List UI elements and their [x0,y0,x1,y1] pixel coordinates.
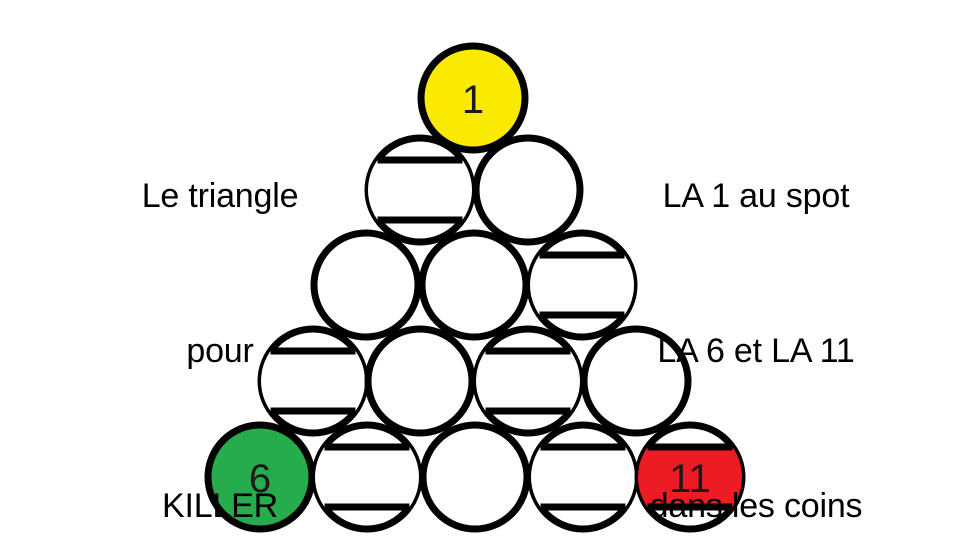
billiard-ball [364,325,476,437]
billiard-ball [257,325,369,437]
ball-body [580,325,692,437]
billiard-ball [418,229,530,341]
ball-number: 11 [669,457,711,501]
billiard-ball [527,421,639,533]
ball-body [419,421,531,533]
billiard-ball [472,134,584,246]
billiard-ball [419,421,531,533]
billiard-ball [364,134,476,246]
placement-instructions: LA 1 au spot LA 6 et LA 11 dans les coin… [598,68,914,540]
ball-stripe-band [368,160,472,220]
ball-body [418,229,530,341]
instruction-line: dans les coins [649,487,863,526]
billiard-ball [311,421,423,533]
instruction-line: LA 6 et LA 11 [657,332,855,371]
caption-line: Le triangle [141,177,299,216]
ball-stripe-band [261,351,365,411]
ball-stripe-band [531,447,635,507]
ball-stripe-band [315,447,419,507]
billiard-ball: 1 [417,42,529,154]
ball-body [310,229,422,341]
billiard-ball: 11 [634,421,746,533]
triangle-caption: Le triangle pour KILLER [90,68,350,540]
caption-line: pour [186,332,254,371]
billiard-ball [472,325,584,437]
ball-stripe-band [530,255,634,315]
ball-stripe-band [476,351,580,411]
billiard-ball [310,229,422,341]
instruction-line: LA 1 au spot [662,177,850,216]
ball-number: 6 [249,457,271,501]
ball-body [417,42,529,154]
ball-stripe-band [638,447,742,507]
ball-body [472,134,584,246]
billiard-ball [526,229,638,341]
ball-number: 1 [462,78,484,122]
caption-line: KILLER [162,487,278,526]
billiard-ball [580,325,692,437]
ball-body [364,325,476,437]
